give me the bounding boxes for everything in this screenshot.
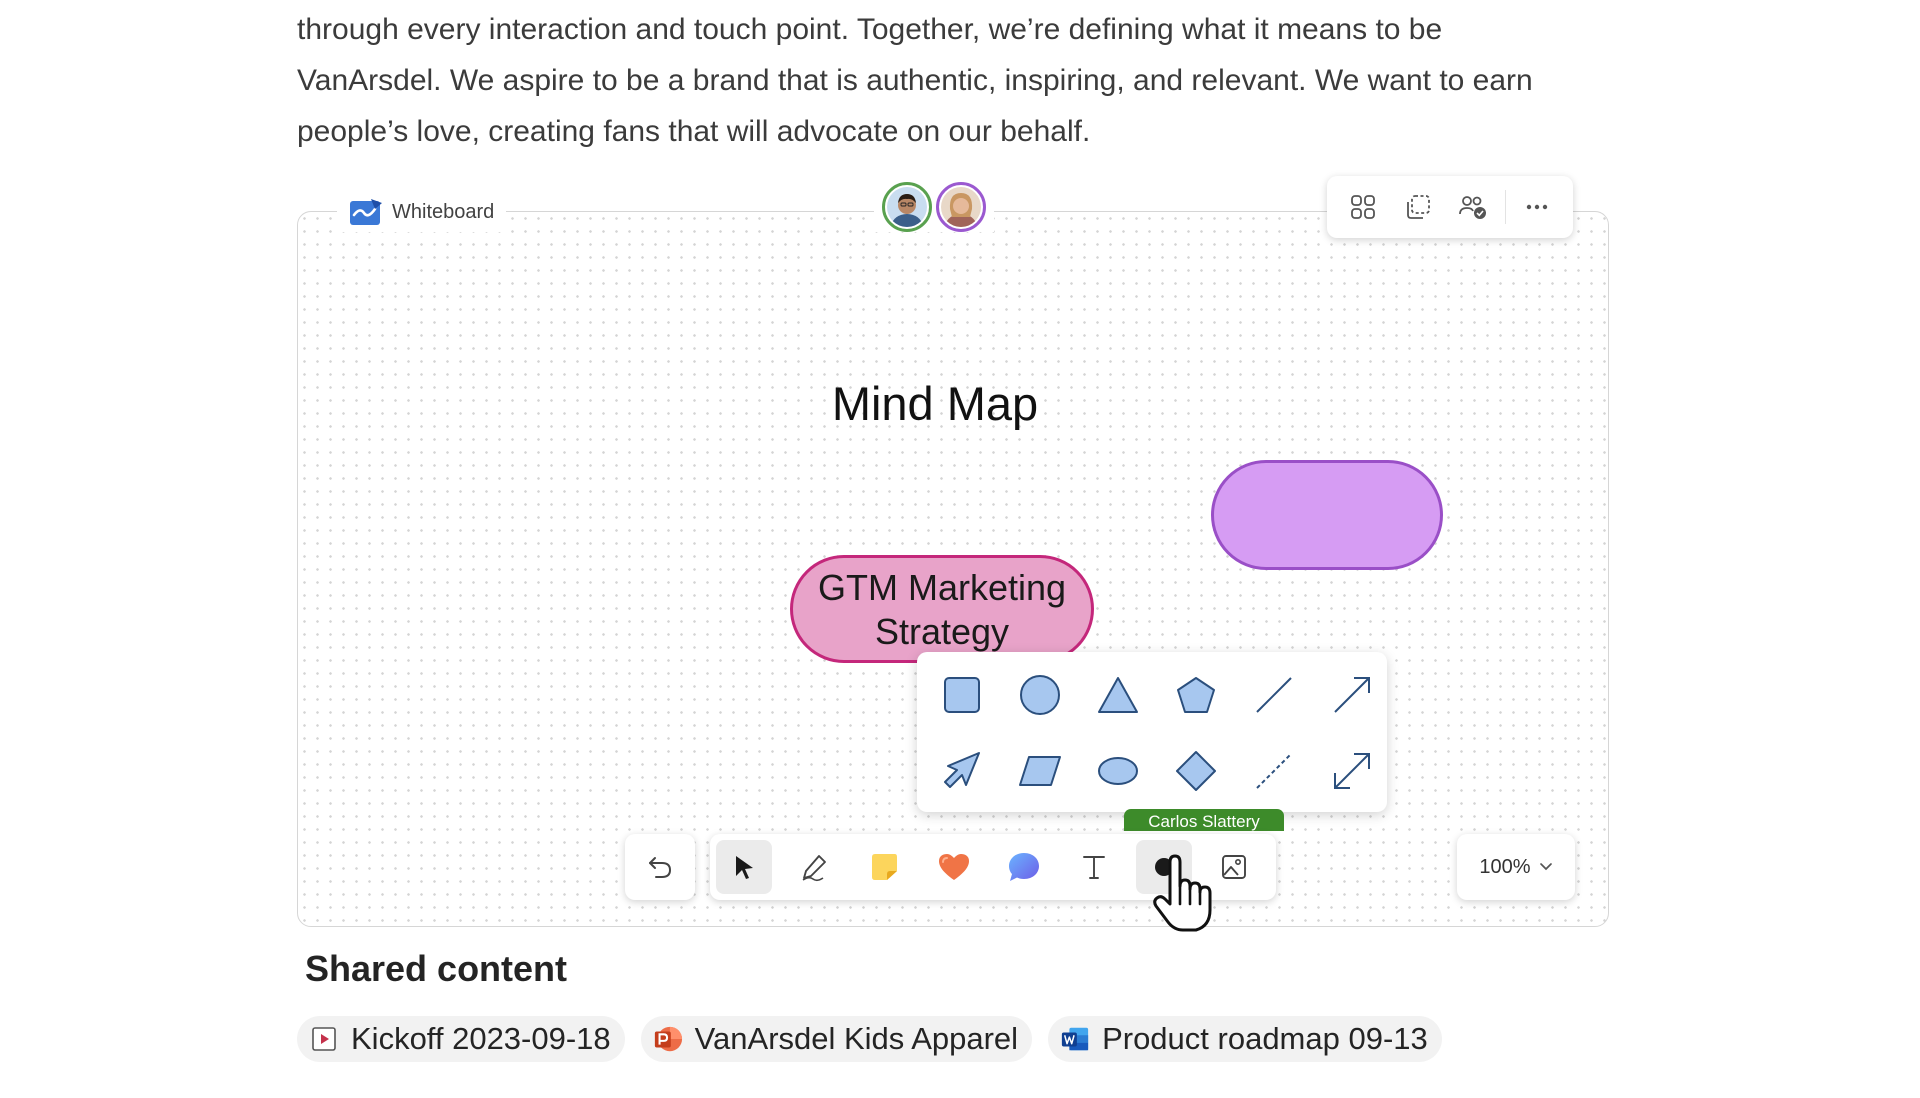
dashed-line-shape-icon	[1256, 753, 1292, 789]
avatar[interactable]	[882, 182, 932, 232]
shape-parallelogram[interactable]	[1015, 746, 1065, 796]
mind-map-node-empty[interactable]	[1211, 460, 1443, 570]
apps-grid-icon	[1350, 195, 1375, 219]
square-shape-icon	[944, 677, 980, 713]
text-icon	[1083, 856, 1105, 879]
more-options-button[interactable]	[1512, 183, 1563, 231]
zoom-value: 100%	[1479, 855, 1531, 878]
shape-pentagon[interactable]	[1171, 670, 1221, 720]
comment-tool-button[interactable]	[996, 840, 1052, 894]
sticky-note-icon	[872, 854, 897, 880]
people-settings-button[interactable]	[1448, 183, 1499, 231]
whiteboard-header: Whiteboard	[337, 192, 507, 232]
shape-triangle[interactable]	[1093, 670, 1143, 720]
zoom-dropdown[interactable]: 100%	[1457, 834, 1575, 900]
sticky-note-tool-button[interactable]	[856, 840, 912, 894]
shared-item-kickoff[interactable]: Kickoff 2023-09-18	[297, 1016, 625, 1062]
mind-map-node-gtm[interactable]: GTM Marketing Strategy	[790, 555, 1094, 663]
intro-line: people’s love, creating fans that will a…	[297, 115, 1091, 148]
powerpoint-icon	[653, 1024, 683, 1054]
shared-item-label: Kickoff 2023-09-18	[351, 1021, 611, 1056]
video-icon	[309, 1024, 339, 1054]
text-tool-button[interactable]	[1066, 840, 1122, 894]
intro-paragraph: through every interaction and touch poin…	[297, 4, 1637, 157]
shape-block-arrow[interactable]	[937, 746, 987, 796]
ellipse-shape-icon	[1098, 757, 1138, 785]
comment-bubble-icon	[1009, 853, 1039, 881]
avatar[interactable]	[936, 182, 986, 232]
more-icon	[1527, 204, 1548, 210]
apps-grid-button[interactable]	[1337, 183, 1388, 231]
node-text-line: Strategy	[874, 611, 1010, 652]
shared-item-label: Product roadmap 09-13	[1102, 1021, 1428, 1056]
shape-arrow-line[interactable]	[1327, 670, 1377, 720]
mind-map-title[interactable]: Mind Map	[831, 377, 1039, 430]
shared-item-vanarsdel-kids[interactable]: VanArsdel Kids Apparel	[640, 1016, 1033, 1062]
node-text-line: GTM Marketing	[817, 567, 1067, 608]
shape-double-arrow-line[interactable]	[1327, 746, 1377, 796]
reaction-heart-icon	[939, 854, 969, 880]
whiteboard-logo-icon	[350, 199, 382, 225]
collaborator-avatars	[874, 182, 994, 232]
image-tool-button[interactable]	[1206, 840, 1262, 894]
pentagon-shape-icon	[1177, 677, 1215, 713]
undo-button[interactable]	[625, 834, 695, 900]
shape-circle[interactable]	[1015, 670, 1065, 720]
person-avatar-icon	[941, 187, 981, 227]
shared-item-label: VanArsdel Kids Apparel	[694, 1021, 1019, 1056]
undo-icon	[649, 857, 672, 878]
intro-line: VanArsdel. We aspire to be a brand that …	[297, 64, 1533, 97]
parallelogram-shape-icon	[1019, 756, 1061, 786]
shape-diamond[interactable]	[1171, 746, 1221, 796]
hand-pointer-cursor-icon	[1153, 854, 1212, 932]
person-avatar-icon	[887, 187, 927, 227]
select-area-button[interactable]	[1392, 183, 1443, 231]
whiteboard-top-toolbar	[1327, 176, 1573, 238]
line-shape-icon	[1256, 677, 1292, 713]
intro-line: through every interaction and touch poin…	[297, 13, 1443, 46]
select-tool-button[interactable]	[716, 840, 772, 894]
shared-item-product-roadmap[interactable]: Product roadmap 09-13	[1048, 1016, 1442, 1062]
diamond-shape-icon	[1176, 751, 1216, 791]
toolbar-divider	[1504, 190, 1506, 224]
shape-square[interactable]	[937, 670, 987, 720]
whiteboard-label: Whiteboard	[392, 200, 495, 223]
people-settings-icon	[1459, 196, 1487, 219]
pen-tool-button[interactable]	[786, 840, 842, 894]
shape-palette	[917, 652, 1387, 812]
block-arrow-shape-icon	[944, 752, 980, 788]
word-icon	[1060, 1024, 1090, 1054]
pen-icon	[802, 855, 826, 882]
double-arrow-line-shape-icon	[1334, 753, 1370, 789]
image-icon	[1222, 855, 1246, 879]
arrow-line-shape-icon	[1334, 677, 1370, 713]
shared-content-heading: Shared content	[305, 948, 568, 989]
shared-content-list: Kickoff 2023-09-18 VanArsdel Kids Appare…	[297, 1016, 1442, 1062]
shape-ellipse[interactable]	[1093, 746, 1143, 796]
triangle-shape-icon	[1098, 677, 1138, 713]
shape-dashed-line[interactable]	[1249, 746, 1299, 796]
reaction-tool-button[interactable]	[926, 840, 982, 894]
select-area-icon	[1406, 195, 1430, 219]
circle-shape-icon	[1020, 675, 1060, 715]
shape-line[interactable]	[1249, 670, 1299, 720]
select-icon	[736, 856, 753, 879]
collaborator-cursor-tag: Carlos Slattery	[1124, 809, 1284, 831]
chevron-down-icon	[1539, 863, 1552, 871]
